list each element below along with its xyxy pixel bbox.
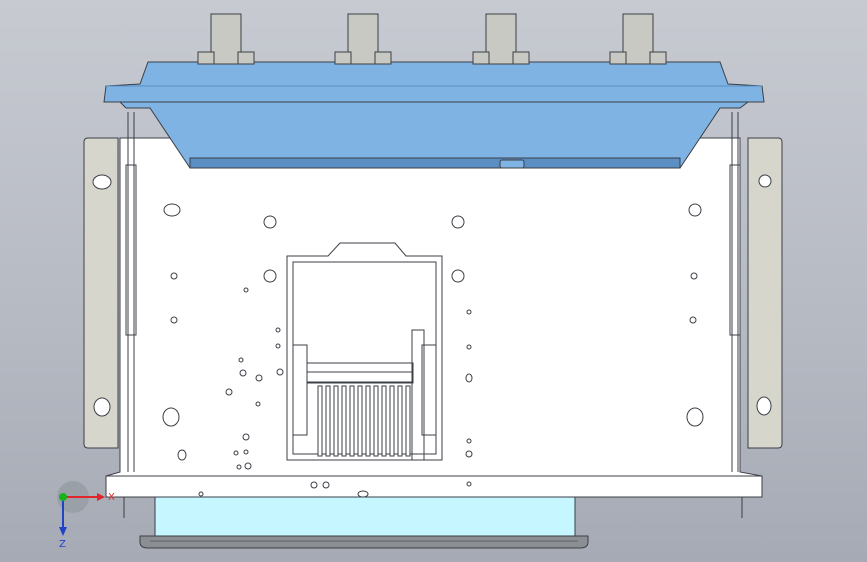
hole [170, 272, 178, 280]
fin [397, 385, 403, 457]
hole [275, 343, 281, 349]
hole [451, 215, 465, 229]
hole [690, 272, 698, 280]
hole [163, 203, 181, 217]
connector-3 [472, 13, 530, 65]
hole [357, 490, 369, 498]
fin [389, 385, 395, 457]
main-plate [105, 112, 763, 518]
hole [243, 287, 249, 293]
hole [244, 462, 252, 470]
fin [317, 385, 323, 457]
hole [243, 449, 249, 455]
x-axis-label: X [108, 492, 115, 503]
bottom-heatsink-block [139, 496, 589, 549]
hole [242, 433, 250, 441]
hole [466, 438, 472, 444]
fin [333, 385, 339, 457]
axis-triad: X Z [57, 481, 115, 550]
hole [466, 309, 472, 315]
connector-4 [609, 13, 667, 65]
hole [276, 368, 284, 376]
hole [162, 407, 180, 427]
connector-2 [334, 13, 392, 65]
hole [465, 450, 473, 458]
hole [170, 316, 178, 324]
z-axis-label: Z [59, 539, 66, 550]
fin [357, 385, 363, 457]
hole [233, 450, 239, 456]
hole [255, 374, 263, 382]
hole [238, 357, 244, 363]
fin [341, 385, 347, 457]
top-blue-cover [103, 61, 765, 169]
left-side-bracket [83, 137, 119, 449]
hole [225, 388, 233, 396]
hole [466, 481, 472, 487]
hole [322, 481, 330, 489]
hole [239, 369, 247, 377]
fin [349, 385, 355, 457]
hole [275, 327, 281, 333]
connector-1 [197, 13, 255, 65]
fin [373, 385, 379, 457]
fin [325, 385, 331, 457]
y-axis-dot [59, 493, 67, 501]
hole [177, 449, 187, 461]
hole [451, 269, 465, 283]
hole [465, 373, 473, 383]
hole [236, 464, 242, 470]
hole [466, 344, 472, 350]
hole [263, 269, 277, 283]
hole [686, 407, 704, 427]
fin-array [317, 385, 411, 457]
right-side-bracket [747, 137, 783, 449]
fin [381, 385, 387, 457]
hole [310, 481, 318, 489]
hole [263, 215, 277, 229]
hole [255, 401, 261, 407]
center-frame [286, 242, 443, 461]
connector-row [197, 13, 667, 65]
fin [365, 385, 371, 457]
mounting-holes [162, 203, 704, 498]
hole [198, 491, 204, 497]
hole [689, 316, 697, 324]
fin [405, 385, 411, 457]
hole [688, 203, 702, 217]
